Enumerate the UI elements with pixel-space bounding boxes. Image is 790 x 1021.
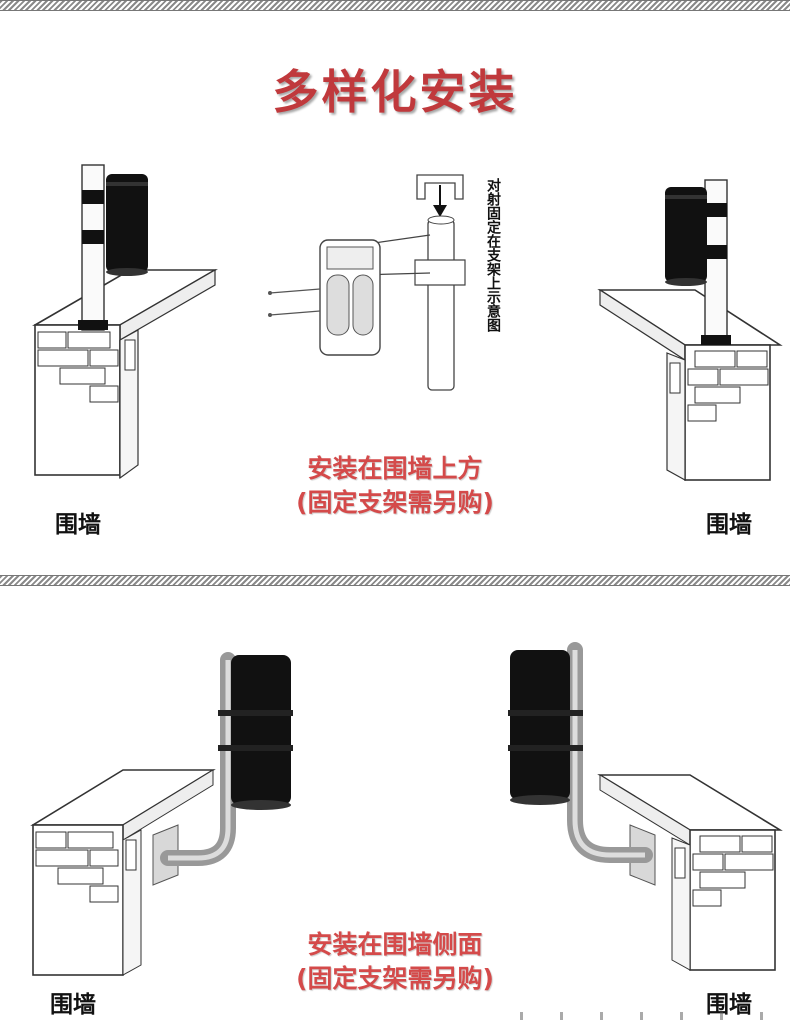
top-caption-line1: 安装在围墙上方 (307, 454, 483, 483)
bottom-install-caption: 安装在围墙侧面 (固定支架需另购) (195, 928, 595, 996)
bottom-caption-line1: 安装在围墙侧面 (307, 930, 483, 959)
top-left-wall-illustration (32, 164, 218, 480)
bracket-mount-diagram (268, 174, 466, 391)
middle-hatch-divider (0, 575, 790, 586)
bottom-caption-line2: (固定支架需另购) (296, 964, 494, 993)
arrow-down-icon (433, 185, 447, 217)
bottom-left-wall-illustration (30, 652, 293, 976)
bottom-right-wall-illustration (508, 642, 783, 971)
bottom-left-wall-label: 围墙 (50, 992, 96, 1018)
bracket-mount-note: 对射固定在支架上示意图 (485, 178, 501, 332)
top-hatch-divider (0, 0, 790, 11)
top-left-wall-label: 围墙 (55, 512, 101, 538)
top-install-caption: 安装在围墙上方 (固定支架需另购) (195, 452, 595, 520)
top-right-wall-illustration (597, 179, 783, 482)
top-caption-line2: (固定支架需另购) (296, 488, 494, 517)
page-title: 多样化安装 (272, 65, 518, 119)
top-right-wall-label: 围墙 (706, 512, 752, 538)
faint-bottom-marks (520, 1012, 780, 1020)
